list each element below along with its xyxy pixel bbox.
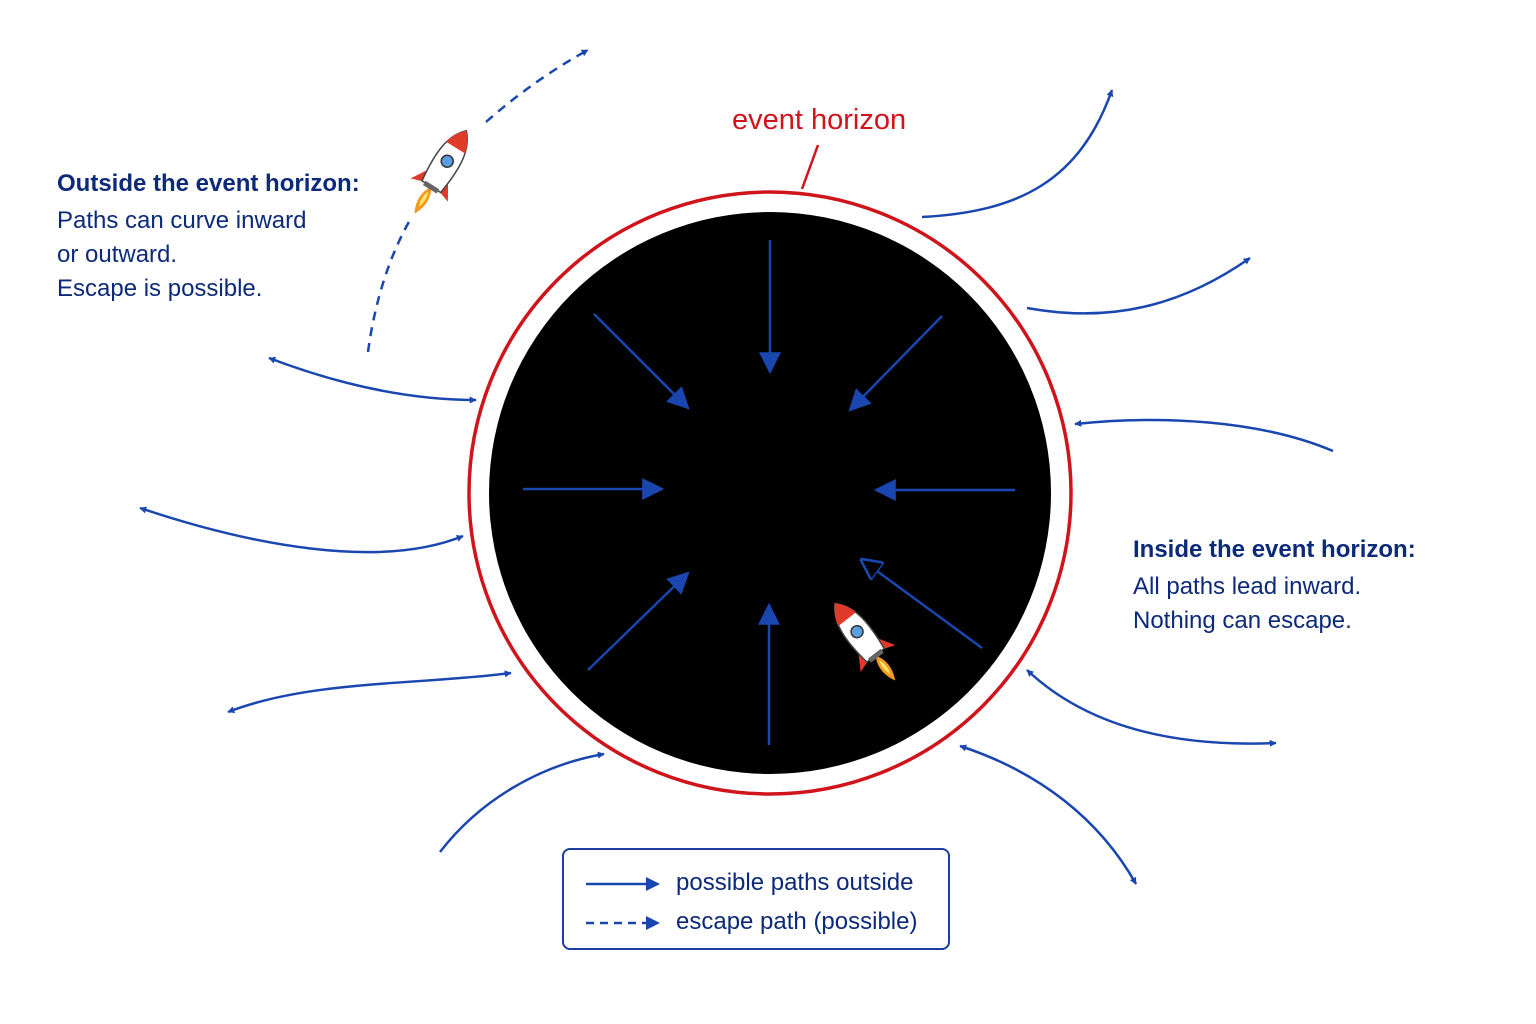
escape-path: [366, 48, 589, 353]
outside-path-4: [1026, 669, 1277, 747]
outside-path-5: [959, 744, 1138, 885]
event-horizon-ring: [467, 190, 1073, 796]
dashed-arrow-icon: [586, 916, 660, 930]
inside-note-line: Nothing can escape.: [1133, 607, 1352, 634]
rocket-icon-inside: [833, 602, 896, 681]
outside-note-line: Escape is possible.: [57, 275, 263, 302]
solid-arrow-icon: [586, 877, 660, 891]
escape-path-upper: [485, 48, 589, 123]
outside-paths: [139, 89, 1334, 885]
outside-path-3: [1074, 418, 1334, 453]
outside-note-line: or outward.: [57, 241, 178, 268]
legend-dashed-label: escape path (possible): [676, 908, 918, 935]
inward-path-ne: [848, 315, 943, 412]
outside-note-line: Paths can curve inward: [57, 207, 307, 234]
outside-path-7: [227, 670, 512, 714]
inward-path-se: [862, 560, 983, 650]
legend-solid-label: possible paths outside: [676, 869, 914, 896]
outside-path-2: [1026, 256, 1251, 315]
outside-path-6: [439, 751, 605, 853]
inside-horizon-note: Inside the event horizon: All paths lead…: [1133, 536, 1416, 638]
outside-path-9: [268, 356, 477, 404]
outside-path-1: [921, 89, 1114, 219]
rocket-icon-outside: [410, 129, 468, 214]
outside-path-8: [139, 506, 464, 554]
inside-note-line: All paths lead inward.: [1133, 573, 1362, 600]
legend: possible paths outside escape path (poss…: [562, 848, 950, 950]
black-hole: [489, 212, 1051, 774]
event-horizon-label: event horizon: [732, 104, 907, 136]
legend-item-dashed: escape path (possible): [564, 905, 948, 941]
inward-path-sw: [587, 571, 690, 671]
outside-note-title: Outside the event horizon:: [57, 170, 360, 197]
inward-path-nw: [593, 313, 690, 410]
escape-path-lower: [366, 219, 412, 353]
legend-item-solid: possible paths outside: [564, 866, 948, 902]
outside-horizon-note: Outside the event horizon: Paths can cur…: [57, 170, 360, 306]
horizon-label-pointer: [800, 144, 820, 190]
inward-paths: [523, 240, 1015, 745]
inside-note-title: Inside the event horizon:: [1133, 536, 1416, 563]
